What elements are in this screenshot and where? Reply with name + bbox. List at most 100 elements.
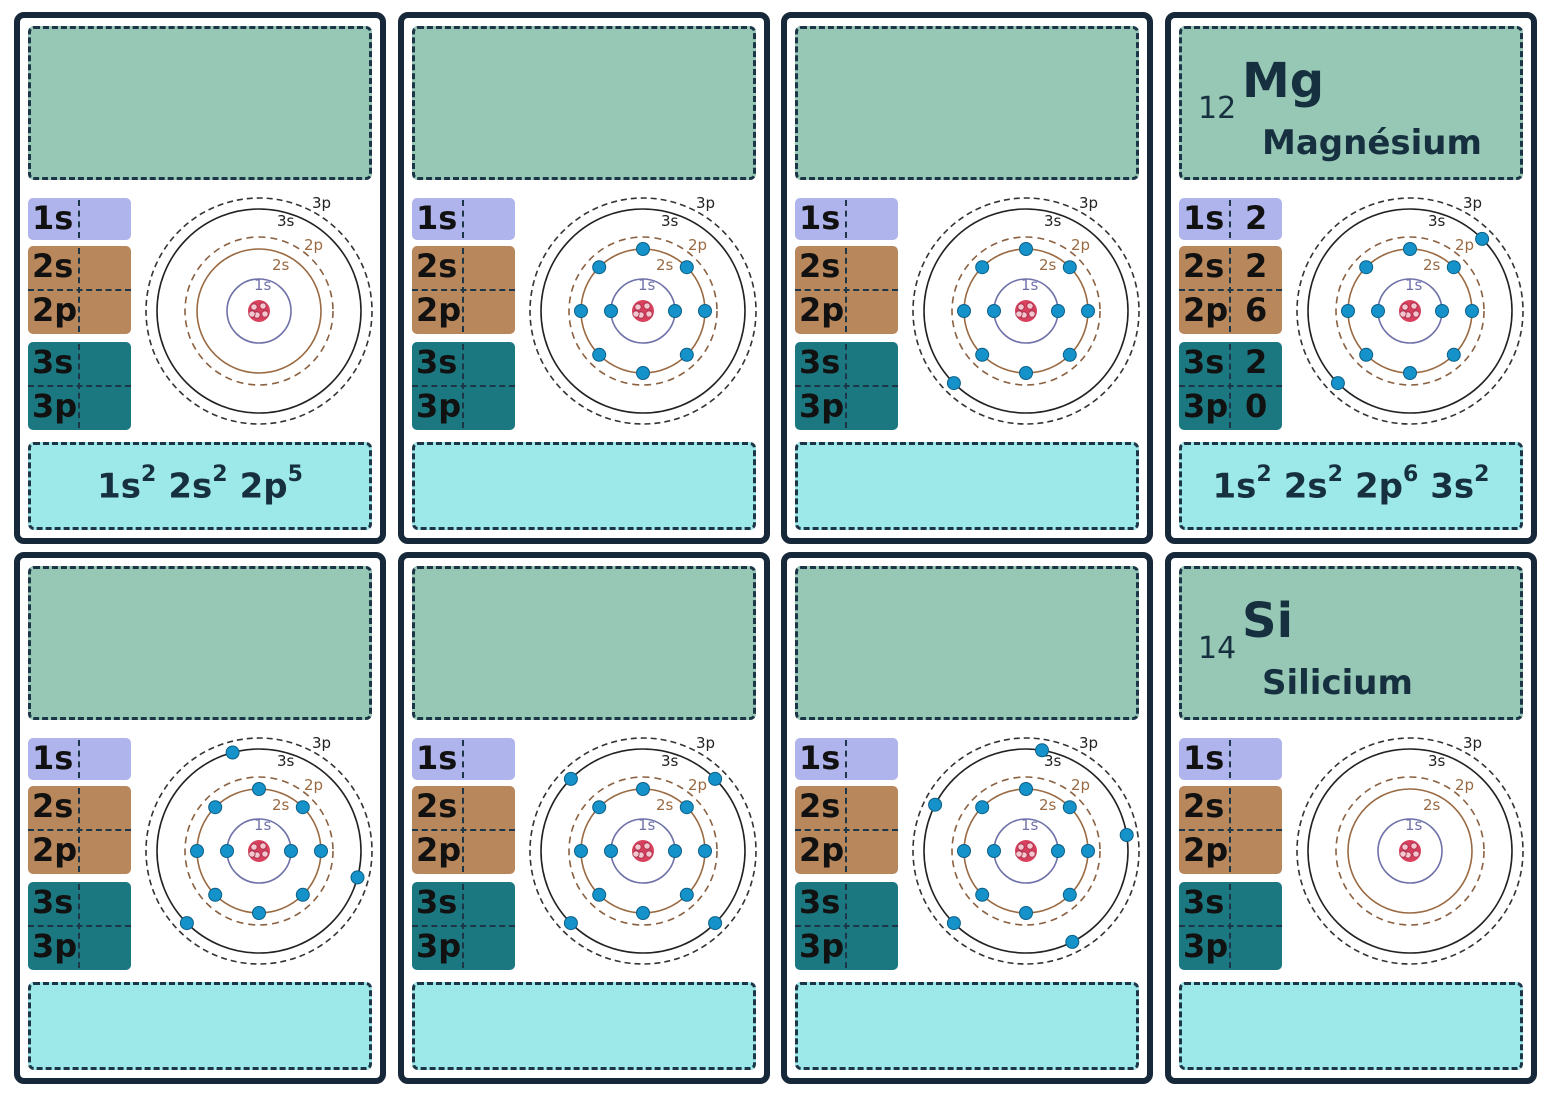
- orbit-ring: [145, 197, 373, 425]
- electron: [1019, 782, 1033, 796]
- orbit-label: 2p: [1071, 776, 1090, 794]
- orbit-label: 2p: [1455, 776, 1474, 794]
- column-divider: [78, 200, 80, 238]
- orbit-label: 3p: [1463, 196, 1482, 212]
- electron: [1081, 844, 1095, 858]
- subshell-label: 2s: [1183, 787, 1225, 825]
- row-divider: [28, 289, 131, 291]
- orbit-label: 2s: [272, 256, 290, 274]
- electron: [1465, 304, 1479, 318]
- config-exponent: 2: [1256, 461, 1272, 487]
- orbit-label: 3s: [277, 752, 295, 770]
- orbit-ring: [145, 737, 373, 965]
- orbit-label: 2s: [1423, 796, 1441, 814]
- nucleus-icon: [632, 840, 654, 862]
- nucleus-icon: [1015, 840, 1037, 862]
- subshell-label: 1s: [1183, 739, 1225, 777]
- config-term: 1s2: [97, 462, 156, 507]
- orbit-ring: [529, 197, 757, 425]
- electron: [1446, 347, 1461, 362]
- electron: [1341, 304, 1355, 318]
- electron: [295, 800, 310, 815]
- element-name-box: [28, 26, 372, 180]
- orbit-label: 3s: [1044, 212, 1062, 230]
- orbit-ring: [1377, 818, 1443, 884]
- orbit-label: 3s: [661, 212, 679, 230]
- orbit-label: 3s: [661, 752, 679, 770]
- orbit-ring: [568, 776, 718, 926]
- subshell-label: 3s: [799, 343, 841, 381]
- orbit-label: 2p: [688, 776, 707, 794]
- electron: [1081, 304, 1095, 318]
- electron: [987, 304, 1001, 318]
- subshell-label: 1s: [1183, 199, 1225, 237]
- electron: [679, 800, 694, 815]
- electron: [190, 844, 204, 858]
- config-term: 2p5: [240, 462, 303, 506]
- nucleus-icon: [248, 300, 270, 322]
- orbit-ring: [529, 737, 757, 965]
- electron: [563, 771, 578, 786]
- config-exponent: 2: [1327, 461, 1343, 487]
- config-orbital: 2s: [1283, 466, 1328, 507]
- config-term: 2p6: [1355, 462, 1418, 506]
- row-divider: [795, 289, 898, 291]
- column-divider: [462, 740, 464, 778]
- orbit-ring: [1347, 788, 1473, 914]
- subshell-label: 2s: [799, 787, 841, 825]
- config-orbital: 1s: [97, 466, 142, 507]
- electron: [1019, 906, 1033, 920]
- subshell-block: 1s: [412, 738, 515, 780]
- subshell-label: 2p: [32, 831, 78, 869]
- electron: [1062, 347, 1077, 362]
- nucleus-icon: [1399, 300, 1421, 322]
- electron: [679, 260, 694, 275]
- subshell-label: 3p: [799, 927, 845, 965]
- orbit-label: 1s: [1405, 276, 1423, 294]
- row-divider: [1179, 385, 1282, 387]
- element-name: Magnésium: [1262, 123, 1482, 163]
- orbit-ring: [951, 776, 1101, 926]
- nucleus-icon: [248, 840, 270, 862]
- orbit-label: 2p: [304, 776, 323, 794]
- orbit-ring: [156, 748, 362, 954]
- element-name-box: [28, 566, 372, 720]
- electron: [284, 844, 298, 858]
- electron: [636, 242, 650, 256]
- electron: [636, 366, 650, 380]
- subshell-label: 3s: [32, 343, 74, 381]
- electron: [708, 916, 723, 931]
- config-orbital: 3s: [1430, 466, 1475, 507]
- subshell-label: 2s: [799, 247, 841, 285]
- electron: [592, 887, 607, 902]
- electron: [592, 347, 607, 362]
- orbit-ring: [912, 737, 1140, 965]
- orbit-label: 2s: [1039, 796, 1057, 814]
- electron: [220, 844, 234, 858]
- orbit-label: 2p: [1455, 236, 1474, 254]
- orbit-label: 1s: [1021, 276, 1039, 294]
- electron: [1062, 887, 1077, 902]
- electron: [1403, 366, 1417, 380]
- row-divider: [412, 829, 515, 831]
- electron: [295, 887, 310, 902]
- subshell-label: 3p: [416, 927, 462, 965]
- orbit-label: 1s: [638, 816, 656, 834]
- electron: [563, 916, 578, 931]
- electron: [1019, 242, 1033, 256]
- electron-configuration: [412, 442, 756, 530]
- subshell-block: 1s: [795, 198, 898, 240]
